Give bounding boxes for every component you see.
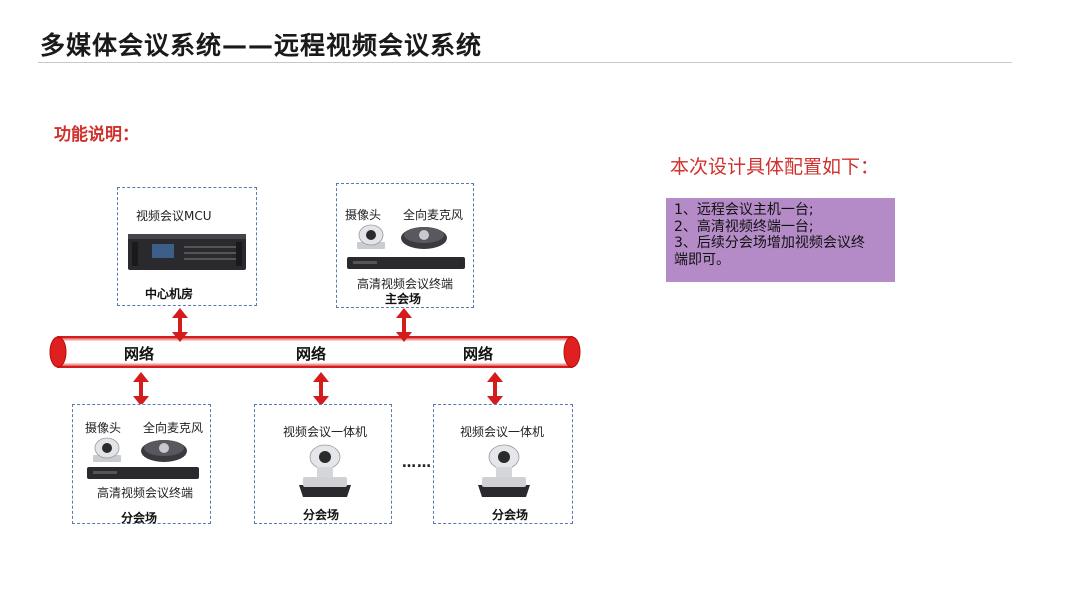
branch1-node-box: 摄像头 全向麦克风 高清视频会议终端 分会场 xyxy=(72,404,211,525)
microphone-icon xyxy=(141,440,187,462)
main-camera-label: 摄像头 xyxy=(345,208,382,222)
microphone-icon xyxy=(401,227,447,249)
branch1-camera-label: 摄像头 xyxy=(85,421,122,435)
arrow-branch1 xyxy=(133,372,149,406)
all-in-one-camera-icon xyxy=(478,444,530,497)
arrow-center xyxy=(172,308,188,342)
network-label-1: 网络 xyxy=(124,345,155,363)
config-item-4: 端即可。 xyxy=(674,251,730,268)
page-title: 多媒体会议系统——远程视频会议系统 xyxy=(40,31,483,60)
mcu-label: 视频会议MCU xyxy=(136,209,212,223)
arrow-branch3 xyxy=(487,372,503,406)
all-in-one-camera-icon xyxy=(299,444,351,497)
center-node-box: 视频会议MCU 中心机房 xyxy=(117,187,257,306)
network-label-2: 网络 xyxy=(296,345,327,363)
branch1-location-label: 分会场 xyxy=(121,511,158,525)
mcu-device-icon xyxy=(128,234,246,270)
terminal-device-icon xyxy=(87,467,199,479)
branch1-device-label: 高清视频会议终端 xyxy=(97,486,194,500)
config-item-1: 1、远程会议主机一台; xyxy=(674,202,814,218)
branch3-node-box: 视频会议一体机 分会场 xyxy=(433,404,573,524)
arrow-branch2 xyxy=(313,372,329,406)
main-device-label: 高清视频会议终端 xyxy=(357,277,454,291)
more-branches-ellipsis: …… xyxy=(402,455,432,471)
camera-icon xyxy=(357,224,385,249)
config-item-2: 2、高清视频终端一台; xyxy=(674,218,814,235)
arrow-main xyxy=(396,308,412,342)
camera-icon xyxy=(93,437,121,462)
main-mic-label: 全向麦克风 xyxy=(403,208,464,222)
branch3-location-label: 分会场 xyxy=(492,508,529,522)
center-location-label: 中心机房 xyxy=(145,287,194,301)
main-node-box: 摄像头 全向麦克风 高清视频会议终端 主会场 xyxy=(336,183,474,308)
config-item-3: 3、后续分会场增加视频会议终 xyxy=(674,235,865,251)
branch2-device-label: 视频会议一体机 xyxy=(283,425,368,439)
config-box: 1、远程会议主机一台; 2、高清视频终端一台; 3、后续分会场增加视频会议终 端… xyxy=(666,198,895,282)
branch2-location-label: 分会场 xyxy=(303,508,340,522)
terminal-device-icon xyxy=(347,257,465,269)
section-label: 功能说明： xyxy=(54,125,139,145)
config-title: 本次设计具体配置如下： xyxy=(670,156,880,178)
branch1-mic-label: 全向麦克风 xyxy=(143,421,204,435)
branch3-device-label: 视频会议一体机 xyxy=(460,425,545,439)
title-divider xyxy=(38,62,1012,63)
main-location-label: 主会场 xyxy=(385,292,422,306)
network-pipe xyxy=(49,336,581,368)
network-label-3: 网络 xyxy=(463,345,494,363)
branch2-node-box: 视频会议一体机 分会场 xyxy=(254,404,392,524)
